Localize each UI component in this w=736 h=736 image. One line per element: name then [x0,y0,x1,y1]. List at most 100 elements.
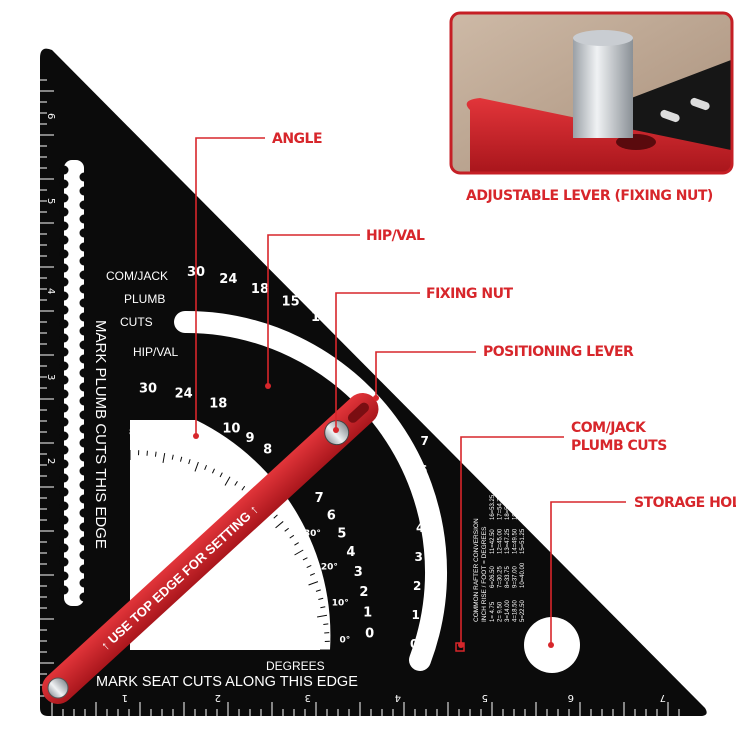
outer-scale-number: 5 [418,492,426,506]
inner-scale-number: 4 [346,545,355,560]
tooth [79,424,89,434]
degree-tick [188,459,191,465]
table-subtitle: INCH RISE / FOOT = DEGREES [481,526,488,622]
table-cell: 11=42.50 [490,529,496,554]
tooth [59,431,69,441]
tooth [59,487,69,497]
degree-tick [179,456,183,462]
tooth [79,522,89,532]
table-cell: 9=37.00 [513,565,519,588]
degree-tick [211,468,215,474]
inner-scale-number: 10 [222,421,240,436]
inner-scale-number: 0 [365,626,374,641]
left-ruler-number: 4 [45,288,56,294]
tooth [59,459,69,469]
tooth [59,389,69,399]
tooth [79,382,89,392]
inset-photo [449,11,734,175]
left-ruler-number: 6 [45,113,56,119]
tooth [59,473,69,483]
degree-tick [317,614,328,618]
tooth [79,270,89,280]
inner-scale-number: 1 [363,606,372,621]
inner-scale-number: 8 [263,442,272,457]
outer-scale-number: 0 [410,637,418,651]
inner-scale-number: 6 [327,508,336,523]
tooth [59,291,69,301]
hip-number: 18 [209,397,227,412]
table-cell: 18=56.25 [505,494,511,520]
degree-tick [154,451,157,457]
scale-label-comjack: COM/JACK [106,269,168,283]
degree-tick [289,534,295,539]
tooth [59,543,69,553]
tooth [59,319,69,329]
tooth [79,550,89,560]
tooth [79,284,89,294]
tooth [79,578,89,588]
degree-tick [306,565,312,569]
inner-scale-number: 3 [354,565,363,580]
degree-tick [294,549,304,556]
outer-scale-number: 7 [421,434,429,448]
callout-fixing-nut: FIXING NUT [426,286,513,302]
table-cell: 5=22.50 [520,599,526,622]
outer-scale-number: 8 [422,405,430,419]
inset-caption: ADJUSTABLE LEVER (FIXING NUT) [466,188,713,204]
degree-mark: 30° [304,529,321,539]
inner-scale-number: 9 [245,431,254,446]
com-number: 18 [251,282,269,297]
tooth [79,186,89,196]
table-cell: 10=40.00 [520,562,526,588]
tooth [79,410,89,420]
tooth [79,214,89,224]
degree-tick [318,597,324,601]
table-cell: 6=26.50 [490,565,496,588]
tooth [79,312,89,322]
degree-tick [309,573,315,576]
tooth [59,305,69,315]
bottom-ruler-number: 5 [482,692,488,703]
bottom-ruler-number: 1 [122,692,128,703]
table-cell: 17=54.75 [498,494,504,520]
table-cell: 14=49.50 [513,528,519,554]
inner-scale-number: 5 [337,526,346,541]
bottom-ruler-number: 4 [395,692,401,703]
left-ruler-number: 5 [45,198,56,204]
tooth [79,508,89,518]
table-cell: 20=59.00 [520,494,526,520]
degree-tick [234,481,238,486]
tooth [59,165,69,175]
degree-tick [241,485,246,491]
tooth [59,585,69,595]
table-cell: 1= 4.75 [490,601,496,622]
table-cell: 7=30.25 [498,565,504,588]
tooth [79,340,89,350]
tooth [59,515,69,525]
hip-number: 30 [139,382,157,397]
table-cell: 3=14.00 [505,599,511,622]
bottom-ruler-number: 6 [568,692,574,703]
plumb-slot [64,160,84,606]
tooth [59,263,69,273]
tooth [59,193,69,203]
seat-edge-text: MARK SEAT CUTS ALONG THIS EDGE [96,674,358,690]
tooth [79,592,89,602]
degree-mark: 40° [235,461,252,471]
tooth [59,221,69,231]
degree-tick [320,606,326,609]
table-cell: 2= 9.50 [498,601,504,622]
tooth [79,242,89,252]
outer-scale-number: 1 [412,608,420,622]
inner-scale-number: 7 [315,491,324,506]
table-cell: 16=53.25 [490,494,496,520]
degree-tick [302,557,308,561]
tooth [59,557,69,567]
tooth [79,536,89,546]
degree-tick [194,461,199,472]
degree-tick [275,521,284,529]
com-number: 24 [219,272,237,287]
scale-label-plumb: PLUMB [124,292,165,306]
